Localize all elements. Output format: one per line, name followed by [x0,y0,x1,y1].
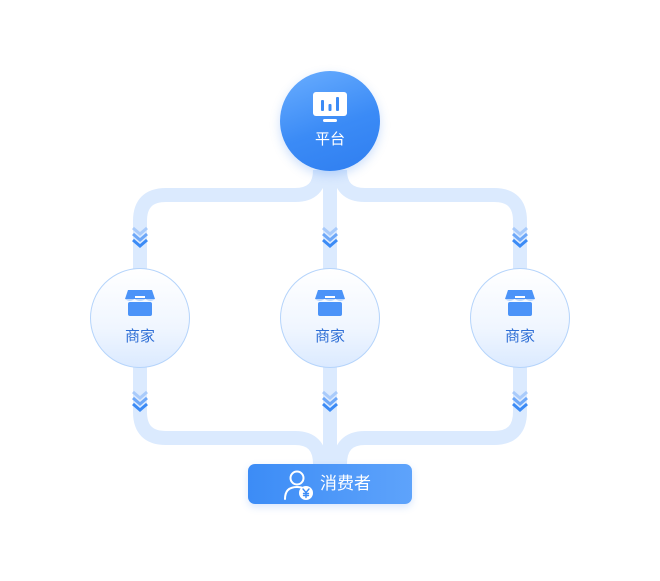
chevron-down-icon [512,226,528,248]
chevron-down-icon [512,390,528,412]
chart-monitor-icon [313,92,347,122]
user-yuan-icon [284,470,313,500]
chevron-down-icon [132,390,148,412]
connector-platform-to-merchant-right [333,169,527,270]
merchant-node-center: 商家 [280,268,380,368]
merchant-label: 商家 [124,327,155,345]
store-icon [125,290,155,316]
chevrons-row-lower [132,390,528,412]
chevron-down-icon [322,226,338,248]
connector-platform-to-merchant-left [133,169,327,270]
merchant-node-right: 商家 [470,268,570,368]
consumer-node: 消费者 [248,464,412,504]
merchant-label: 商家 [314,327,345,345]
store-icon [315,290,345,316]
platform-node: 平台 [280,71,380,171]
store-icon [505,290,535,316]
consumer-label: 消费者 [320,474,371,494]
chevron-down-icon [132,226,148,248]
connector-merchant-left-to-consumer [133,364,327,465]
chevrons-row-upper [132,226,528,248]
merchant-node-left: 商家 [90,268,190,368]
platform-label: 平台 [314,130,345,148]
merchant-label: 商家 [504,327,535,345]
connector-merchant-right-to-consumer [333,364,527,465]
chevron-down-icon [322,390,338,412]
